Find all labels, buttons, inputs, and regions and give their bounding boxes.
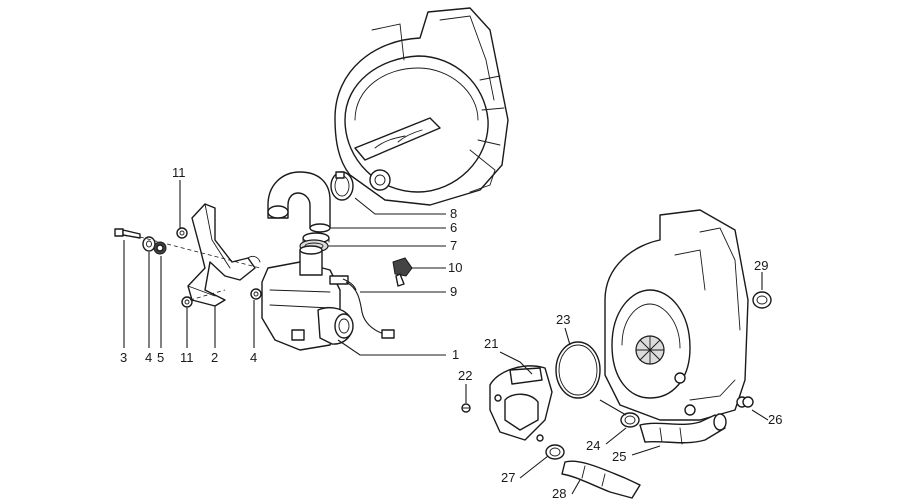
washer-part-11-upper [176, 227, 188, 239]
elbow-hose-part-8 [267, 171, 331, 233]
o-ring-part-23 [555, 341, 601, 399]
hose-part-25 [639, 413, 727, 445]
clamp-part-27 [545, 444, 565, 460]
callout-9: 9 [450, 284, 457, 299]
callout-11-upper: 11 [172, 165, 186, 180]
bolt-part-3 [114, 228, 141, 239]
callout-24: 24 [586, 438, 600, 453]
engine-case-lower [604, 209, 749, 421]
callout-25: 25 [612, 449, 626, 464]
washer-part-11-lower [181, 296, 193, 308]
callout-8: 8 [450, 206, 457, 221]
callout-29: 29 [754, 258, 768, 273]
callout-11-lower: 11 [180, 350, 194, 365]
washer-part-4-right [250, 288, 262, 300]
clamp-part-24 [620, 412, 640, 428]
pump-cover-part-21 [489, 365, 553, 442]
callout-26: 26 [768, 412, 782, 427]
assembly-axis-line-lower [189, 289, 226, 301]
callout-1: 1 [452, 347, 459, 362]
callout-6: 6 [450, 220, 457, 235]
callout-21: 21 [484, 336, 498, 351]
screw-part-22 [461, 403, 471, 413]
sensor-part-10 [392, 257, 413, 287]
callout-2: 2 [211, 350, 218, 365]
water-pump-part-1 [261, 245, 354, 351]
callout-28: 28 [552, 486, 566, 501]
callout-5: 5 [157, 350, 164, 365]
bolt-part-26 [742, 396, 754, 408]
callout-10: 10 [448, 260, 462, 275]
spacer-part-5 [153, 241, 167, 255]
callout-3: 3 [120, 350, 127, 365]
callout-23: 23 [556, 312, 570, 327]
leader-lines [123, 180, 769, 495]
wiring-harness-part-9 [342, 278, 395, 339]
callout-4-right: 4 [250, 350, 257, 365]
callout-labels: 1 2 3 4 4 5 6 7 8 9 10 11 11 21 22 23 24… [120, 165, 782, 501]
engine-cover-upper [334, 7, 509, 206]
callout-27: 27 [501, 470, 515, 485]
hose-part-28 [561, 460, 641, 499]
hose-clamp-part-8 [330, 171, 354, 201]
callout-22: 22 [458, 368, 472, 383]
callout-7: 7 [450, 238, 457, 253]
callout-4-left: 4 [145, 350, 152, 365]
ring-part-29 [752, 291, 772, 309]
